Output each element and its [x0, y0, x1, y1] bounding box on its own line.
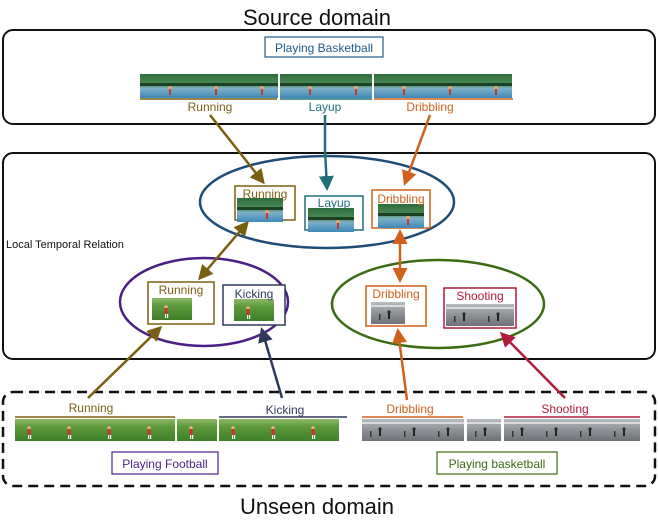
- source-activity-label: Playing Basketball: [275, 41, 373, 55]
- cluster-football-running-label: Running: [159, 283, 204, 297]
- unseen-basketball-activity-box: [436, 451, 558, 475]
- cluster-football-running-node: [147, 281, 215, 325]
- local-temporal-relation-label: Local Temporal Relation: [6, 239, 124, 251]
- arrow-unseen-running: [87, 325, 163, 399]
- cluster-kicking-node: [222, 284, 286, 326]
- arrow-unseen-kicking: [258, 327, 284, 399]
- arrow-source-running: [209, 114, 265, 185]
- unseen-dribbling-label: Dribbling: [386, 402, 433, 416]
- cluster-shooting-node: [443, 287, 517, 329]
- arrow-source-dribbling: [402, 114, 432, 186]
- local-temporal-relation-box: [2, 152, 656, 360]
- cluster-running-node: [234, 185, 296, 222]
- cluster-unseen-dribbling-node: [365, 285, 427, 327]
- unseen-shooting-label: Shooting: [541, 402, 588, 416]
- unseen-football-activity-box: [111, 451, 219, 475]
- cluster-dribbling-node: [371, 189, 431, 229]
- unseen-domain-title: Unseen domain: [240, 494, 394, 519]
- source-activity-box: [264, 36, 384, 58]
- unseen-football-activity-label: Playing Football: [122, 457, 207, 471]
- arrow-running-alignment: [198, 220, 249, 281]
- cluster-dribbling-label: Dribbling: [377, 192, 424, 206]
- cluster-running-label: Running: [243, 187, 288, 201]
- unseen-basketball-activity-label: Playing basketball: [449, 457, 546, 471]
- unseen-kicking-label: Kicking: [266, 403, 305, 417]
- unseen-running-label: Running: [69, 401, 114, 415]
- cluster-layup-label: Layup: [318, 196, 351, 210]
- cluster-shooting-label: Shooting: [456, 289, 503, 303]
- unseen-football-video-strip: [15, 419, 339, 441]
- arrow-source-layup: [318, 115, 334, 191]
- unseen-basketball-video-strip: [362, 419, 640, 441]
- unseen-basketball-cluster-ellipse: [330, 258, 546, 350]
- source-domain-title: Source domain: [243, 5, 391, 30]
- cluster-unseen-dribbling-label: Dribbling: [372, 287, 419, 301]
- cluster-layup-node: [304, 195, 364, 232]
- source-domain-box: [2, 29, 656, 125]
- source-video-strip: [140, 74, 512, 98]
- source-running-label: Running: [188, 100, 233, 114]
- source-dribbling-label: Dribbling: [406, 100, 453, 114]
- cluster-kicking-label: Kicking: [235, 287, 274, 301]
- source-layup-label: Layup: [309, 100, 342, 114]
- arrow-unseen-dribbling: [392, 328, 409, 401]
- arrow-unseen-shooting: [499, 331, 566, 399]
- basketball-cluster-ellipse: [198, 154, 456, 250]
